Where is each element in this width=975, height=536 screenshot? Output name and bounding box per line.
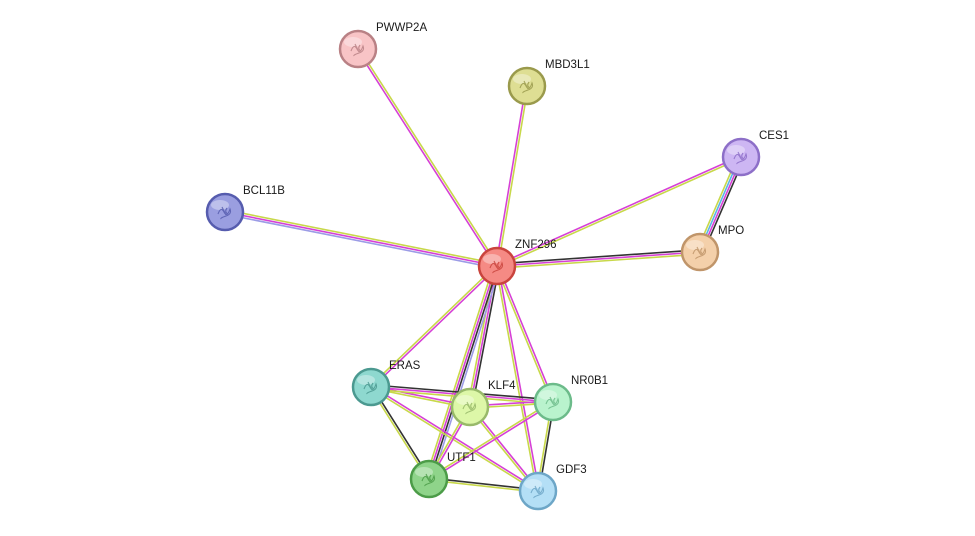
protein-structure-icon	[217, 206, 232, 220]
node-pwwp2a[interactable]: PWWP2A	[338, 22, 427, 69]
node-bcl11b[interactable]: BCL11B	[205, 185, 285, 232]
edge-line	[356, 48, 497, 268]
node-highlight	[344, 37, 362, 47]
edge-line	[370, 385, 540, 491]
protein-structure-icon	[489, 260, 504, 274]
node-label: UTF1	[447, 452, 476, 464]
node-znf296[interactable]: ZNF296	[477, 239, 557, 286]
edge-line	[496, 249, 701, 265]
edge-znf296-mpo	[496, 249, 701, 269]
edge-nr0b1-utf1	[427, 400, 555, 481]
edge-line	[429, 265, 499, 481]
edge-znf296-eras	[369, 264, 499, 389]
edge-line	[497, 85, 529, 267]
edge-znf296-pwwp2a	[356, 47, 499, 268]
edge-znf296-utf1	[425, 264, 501, 481]
node-highlight	[456, 395, 474, 405]
protein-structure-icon	[350, 43, 365, 57]
node-klf4[interactable]: KLF4	[450, 380, 516, 427]
edge-line	[369, 264, 498, 388]
edge-line	[369, 387, 539, 493]
node-ces1[interactable]: CES1	[721, 130, 789, 177]
node-mbd3l1[interactable]: MBD3L1	[507, 59, 590, 106]
edge-znf296-bcl11b	[223, 209, 499, 269]
protein-structure-icon	[421, 473, 436, 487]
edge-line	[428, 402, 555, 481]
node-label: PWWP2A	[376, 22, 427, 34]
edge-line	[223, 213, 498, 269]
node-highlight	[513, 74, 531, 84]
protein-structure-icon	[733, 151, 748, 165]
node-label: MBD3L1	[545, 59, 590, 71]
protein-structure-icon	[519, 80, 534, 94]
node-mpo[interactable]: MPO	[680, 225, 744, 272]
node-eras[interactable]: ERAS	[351, 360, 421, 407]
node-label: ERAS	[389, 360, 421, 372]
edge-line	[496, 251, 701, 267]
edge-line	[496, 157, 743, 268]
protein-structure-icon	[462, 401, 477, 415]
edge-line	[495, 155, 742, 266]
edge-line	[427, 400, 554, 479]
edge-line	[497, 265, 540, 492]
node-gdf3[interactable]: GDF3	[518, 464, 587, 511]
edge-line	[495, 265, 538, 492]
edge-line	[427, 264, 497, 480]
edge-line	[224, 211, 498, 267]
edge-znf296-mbd3l1	[495, 85, 529, 267]
node-highlight	[483, 254, 501, 264]
protein-structure-icon	[545, 396, 560, 410]
edge-line	[495, 265, 553, 404]
node-label: MPO	[718, 225, 744, 237]
edge-znf296-gdf3	[495, 265, 540, 492]
node-utf1[interactable]: UTF1	[409, 452, 476, 499]
protein-structure-icon	[692, 246, 707, 260]
node-label: BCL11B	[243, 185, 285, 197]
node-highlight	[539, 390, 557, 400]
edge-line	[495, 85, 527, 267]
node-label: NR0B1	[571, 375, 608, 387]
edge-znf296-ces1	[495, 155, 743, 268]
protein-structure-icon	[363, 381, 378, 395]
edge-line	[425, 264, 495, 479]
edge-line	[431, 266, 501, 481]
edge-line	[370, 265, 499, 389]
node-highlight	[727, 145, 745, 155]
edge-eras-gdf3	[369, 385, 540, 493]
node-highlight	[524, 479, 542, 489]
protein-structure-icon	[530, 485, 545, 499]
node-label: CES1	[759, 130, 789, 142]
edge-line	[358, 47, 499, 267]
node-nr0b1[interactable]: NR0B1	[533, 375, 608, 422]
node-highlight	[686, 240, 704, 250]
node-label: KLF4	[488, 380, 516, 392]
edge-line	[224, 209, 499, 265]
node-highlight	[415, 467, 433, 477]
node-label: ZNF296	[515, 239, 557, 251]
node-highlight	[357, 375, 375, 385]
node-label: GDF3	[556, 464, 587, 476]
node-highlight	[211, 200, 229, 210]
edge-line	[471, 265, 500, 409]
edge-znf296-nr0b1	[495, 264, 555, 404]
edge-line	[496, 253, 701, 269]
edge-line	[497, 264, 555, 403]
